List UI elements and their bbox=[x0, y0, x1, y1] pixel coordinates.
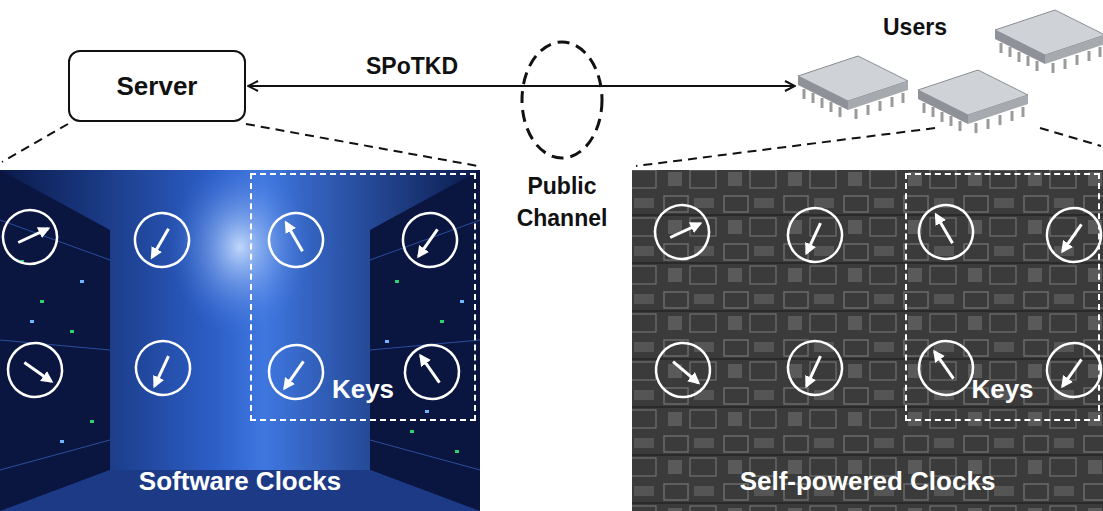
double-arrow bbox=[248, 85, 795, 87]
node-text: Users bbox=[883, 14, 947, 41]
software-clock-panel: Software Clocks Keys bbox=[0, 170, 480, 511]
self-powered-clock-panel: Self-powered Clocks Keys bbox=[632, 170, 1103, 511]
protocol-label: SPoTKD bbox=[364, 53, 460, 80]
node-text: Self-powered Clocks bbox=[632, 466, 1103, 497]
server-box: Server bbox=[68, 50, 246, 122]
node-text: Server bbox=[117, 71, 198, 102]
node-text: Keys bbox=[252, 374, 474, 405]
channel-label: Public Channel bbox=[497, 170, 627, 234]
node-text: Software Clocks bbox=[0, 466, 480, 497]
keys-box: Keys bbox=[905, 173, 1100, 421]
keys-box: Keys bbox=[250, 173, 476, 421]
node-text: Keys bbox=[907, 374, 1098, 405]
user-chip-group: Users bbox=[795, 8, 1100, 126]
